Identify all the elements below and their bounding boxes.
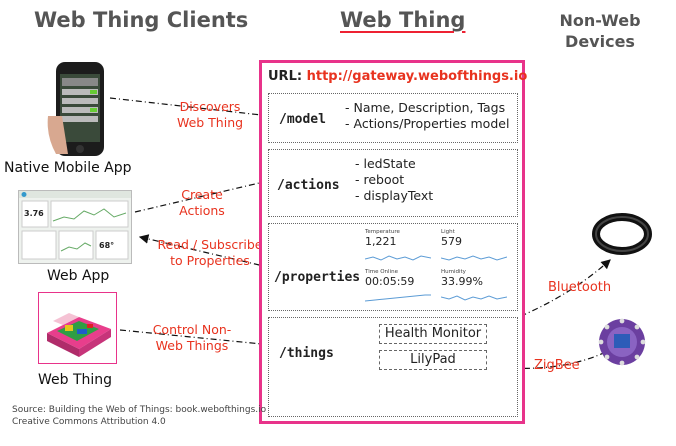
web-app-value: 3.76 [24, 209, 44, 218]
sparkline [440, 295, 508, 301]
bluetooth-label: Bluetooth [548, 280, 612, 295]
web-app-value2: 68° [99, 241, 115, 250]
property-value: 33.99% [441, 275, 483, 288]
things-path[interactable]: /things [279, 346, 334, 361]
discovers-label: Discovers Web Thing [176, 99, 244, 130]
discover-arrow [109, 97, 272, 120]
control-label: Control Non-Web Things [152, 322, 232, 353]
web-thing-client-label: Web Thing [38, 372, 113, 388]
create-actions-label: Create Actions [179, 187, 225, 218]
property-value: 579 [441, 235, 462, 248]
properties-section[interactable]: /properties Temperature 1,221 Light 579 … [268, 223, 518, 311]
zigbee-label: ZigBee [534, 358, 580, 373]
properties-path[interactable]: /properties [274, 270, 361, 285]
url-label: URL: [268, 69, 303, 84]
property-widget: Humidity 33.99% [440, 269, 513, 305]
url-link[interactable]: http://gateway.webofthings.io [306, 69, 528, 84]
phone-image [46, 56, 112, 158]
wristband-image [592, 210, 652, 256]
actions-section[interactable]: /actions - ledState - reboot - displayTe… [268, 149, 518, 217]
actions-list: - ledState - reboot - displayText [355, 156, 433, 204]
raspberry-pi-image [38, 292, 117, 364]
actions-arrow [134, 177, 274, 213]
url-line: URL: http://gateway.webofthings.io [268, 69, 527, 84]
property-label: Time Online [365, 269, 398, 275]
sparkline [364, 294, 431, 302]
web-thing-header: Web Thing [340, 8, 466, 32]
actions-path[interactable]: /actions [277, 178, 340, 193]
model-item: - Actions/Properties model [345, 116, 510, 131]
source-note: Source: Building the Web of Things: book… [12, 404, 266, 428]
property-value: 1,221 [365, 235, 397, 248]
action-item[interactable]: - ledState [355, 156, 416, 171]
clients-header: Web Thing Clients [34, 8, 249, 32]
web-app-image: 3.76 68° [18, 190, 132, 264]
web-app-label: Web App [47, 268, 110, 284]
things-section[interactable]: /things Health Monitor LilyPad [268, 317, 518, 417]
model-path[interactable]: /model [279, 112, 326, 127]
web-thing-box: URL: http://gateway.webofthings.io /mode… [259, 60, 527, 424]
lilypad-box[interactable]: LilyPad [379, 350, 487, 370]
action-item[interactable]: - reboot [355, 172, 405, 187]
sparkline [440, 255, 508, 261]
property-value: 00:05:59 [365, 275, 415, 288]
property-label: Humidity [441, 269, 466, 275]
non-web-header: Non-Web Devices [559, 11, 641, 51]
property-widget: Time Online 00:05:59 [364, 269, 437, 305]
property-label: Light [441, 229, 455, 235]
read-subscribe-label: Read / Subscribe to Properties [157, 237, 263, 268]
sparkline [364, 255, 432, 261]
license-line: Creative Commons Attribution 4.0 [12, 417, 166, 427]
model-section[interactable]: /model - Name, Description, Tags - Actio… [268, 93, 518, 143]
property-widget: Temperature 1,221 [364, 229, 437, 265]
action-item[interactable]: - displayText [355, 188, 434, 203]
property-label: Temperature [365, 229, 400, 235]
model-item: - Name, Description, Tags [345, 100, 506, 115]
native-app-label: Native Mobile App [4, 160, 132, 176]
model-list: - Name, Description, Tags - Actions/Prop… [345, 100, 509, 132]
source-line: Source: Building the Web of Things: book… [12, 405, 267, 415]
property-widget: Light 579 [440, 229, 513, 265]
properties-arrow [138, 234, 273, 269]
health-monitor-box[interactable]: Health Monitor [379, 324, 487, 344]
lilypad-image [596, 316, 648, 368]
